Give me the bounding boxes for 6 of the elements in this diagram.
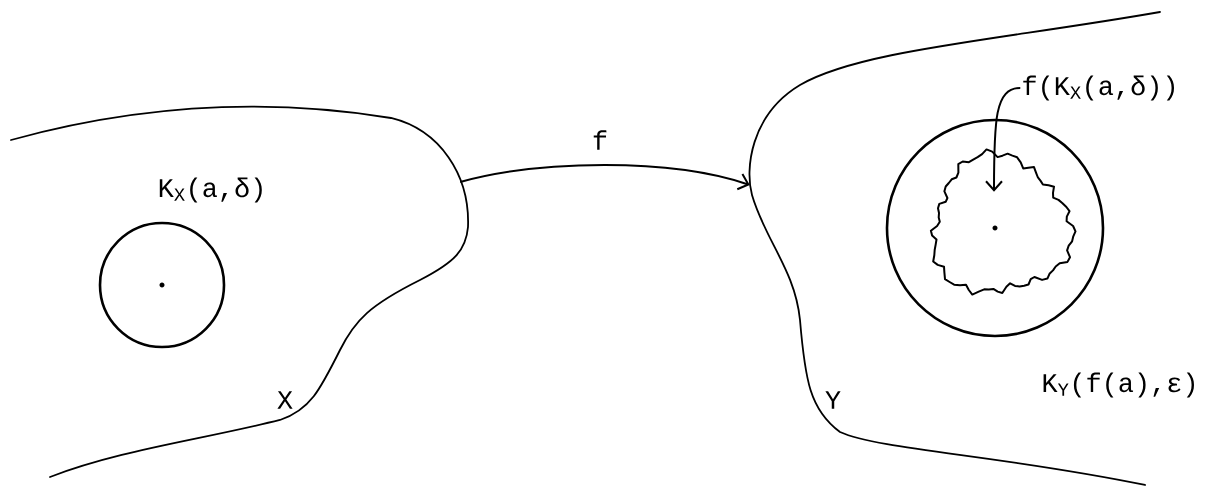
mapping-arrow	[459, 164, 750, 191]
image-label: f(K$_{X}$(a,δ))	[1023, 75, 1174, 101]
node-label: K$_{X}$(a,δ)	[159, 177, 262, 203]
leader-line	[985, 87, 1022, 192]
irregular-region	[929, 148, 1077, 296]
edge-label: f	[590, 129, 610, 151]
